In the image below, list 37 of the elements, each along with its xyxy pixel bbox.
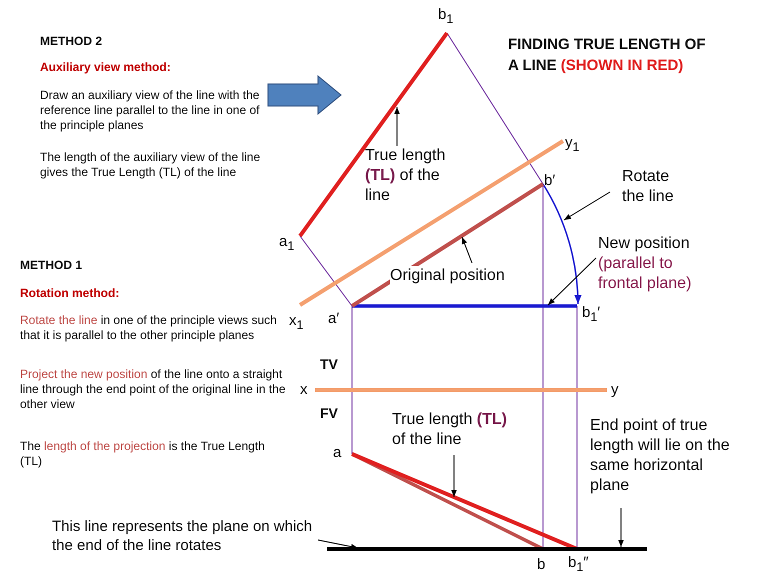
point-label: a bbox=[333, 444, 342, 463]
callout-text: New position (parallel to frontal plane) bbox=[598, 234, 710, 294]
callout-text: True length (TL) of the line bbox=[365, 146, 460, 206]
note-text: Draw an auxiliary view of the line with the reference line parallel to the line in one of the principle planes bbox=[40, 88, 260, 133]
leader-line bbox=[548, 258, 596, 306]
leader-line bbox=[451, 454, 457, 498]
title: FINDING TRUE LENGTH OF A LINE (SHOWN IN RED) bbox=[508, 35, 706, 76]
callout-text: Rotate the line bbox=[622, 167, 694, 207]
label-heading: METHOD 2 bbox=[40, 34, 104, 49]
point-label: y bbox=[611, 381, 620, 400]
point-label: x$_{1}$ bbox=[289, 312, 304, 334]
note-text: Project the new position of the line onto a straight line through the end point of the original line in the other view bbox=[20, 367, 287, 412]
callout-text: End point of true length will lie on the same horizontal plane bbox=[590, 416, 730, 496]
callout-text: True length (TL) of the line bbox=[392, 410, 522, 450]
point-label: b$_{1}$ bbox=[438, 6, 454, 28]
label-heading: METHOD 1 bbox=[20, 258, 84, 273]
callout-text: This line represents the plane on which the end of the line rotates bbox=[52, 518, 337, 556]
leader-line bbox=[394, 106, 400, 146]
method-subheading: Auxiliary view method: bbox=[40, 60, 172, 75]
point-label: a$_{1}$ bbox=[279, 233, 296, 255]
point-label: b$_{1}$′ bbox=[582, 304, 602, 326]
leader-line bbox=[462, 236, 472, 264]
point-label: x bbox=[300, 381, 308, 400]
point-label: a′ bbox=[328, 310, 340, 329]
point-label: b′ bbox=[544, 172, 556, 191]
leader-line bbox=[318, 540, 358, 550]
note-text: The length of the projection is the True Length (TL) bbox=[20, 439, 266, 469]
method-subheading: Rotation method: bbox=[20, 286, 120, 301]
leader-line bbox=[564, 192, 610, 220]
point-label: b$_{1}$″ bbox=[568, 554, 590, 576]
leader-line bbox=[618, 508, 624, 548]
point-label: b bbox=[537, 556, 546, 575]
view-label: FV bbox=[320, 405, 339, 422]
note-text: Rotate the line in one of the principle views such that it is parallel to the other principle planes bbox=[20, 313, 278, 343]
point-label: y$_{1}$ bbox=[565, 134, 580, 156]
view-label: TV bbox=[320, 356, 339, 374]
note-text: The length of the auxiliary view of the line gives the True Length (TL) of the line bbox=[40, 150, 262, 180]
